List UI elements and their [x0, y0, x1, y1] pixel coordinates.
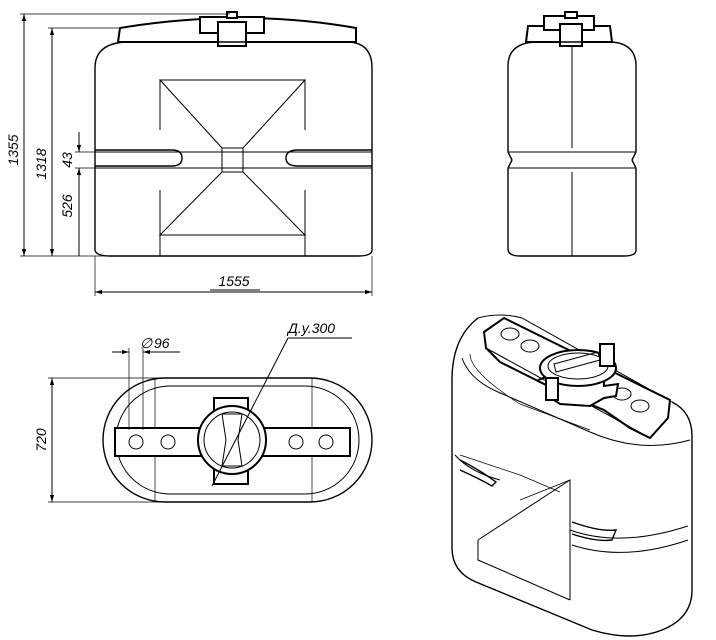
dim-neck-label: Д.у.300 [286, 320, 335, 336]
dim-diameter-symbol: ∅ [140, 335, 153, 351]
dim-1555-label: 1555 [218, 273, 249, 289]
dim-43-label: 43 [59, 152, 75, 168]
dim-720-label: 720 [33, 428, 49, 452]
dim-526-label: 526 [59, 194, 75, 218]
front-view [94, 11, 373, 257]
top-view: Д.у.300 ∅ 96 720 [33, 320, 373, 503]
dim-diameter-label: 96 [154, 335, 170, 351]
dim-1318-label: 1318 [33, 148, 49, 179]
isometric-view [451, 314, 693, 637]
dim-1355-label: 1355 [5, 134, 21, 165]
front-dimensions: 1355 1318 43 526 1555 [5, 13, 373, 296]
side-view [507, 11, 637, 257]
